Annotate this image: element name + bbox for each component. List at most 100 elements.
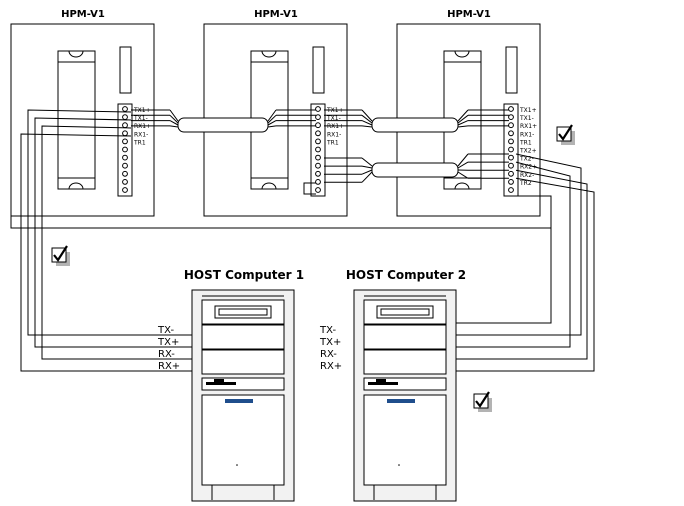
wire — [457, 171, 469, 179]
cable-jacket — [371, 162, 459, 178]
module-notch-top — [261, 50, 277, 58]
wire — [20, 133, 192, 372]
terminal-screw — [508, 106, 514, 112]
unit-title: HPM-V1 — [254, 9, 298, 20]
signal-label: TX+ — [157, 337, 179, 348]
terminal-screw — [508, 170, 514, 177]
module-notch-bottom — [261, 182, 277, 190]
hpm-units: HPM-V1TX1+TX1-RX1+RX1-TR1HPM-V1TX1+TX1-R… — [10, 9, 541, 217]
power-button-dot — [236, 464, 238, 466]
host-title: HOST Computer 2 — [346, 268, 466, 282]
wire — [361, 120, 373, 126]
wire — [267, 125, 277, 128]
wire — [457, 153, 469, 167]
wire — [361, 171, 373, 183]
power-indicator — [387, 399, 415, 403]
terminal-screw — [122, 154, 128, 161]
terminal-screw — [508, 146, 514, 153]
terminal-screw — [508, 179, 514, 185]
wire — [457, 125, 469, 128]
terminal-label: RX1- — [520, 131, 534, 138]
terminal-label: RX1- — [134, 131, 148, 138]
front-panel — [363, 394, 447, 486]
terminal-screw — [315, 146, 321, 153]
signal-label: RX+ — [320, 361, 342, 372]
terminal-label: RX1- — [327, 131, 341, 138]
optical-slot — [218, 308, 268, 316]
power-button-dot — [398, 464, 400, 466]
wire — [169, 125, 179, 128]
optical-slot — [380, 308, 430, 316]
terminal-screw — [315, 114, 321, 120]
hpm-unit-3: HPM-V1TX1+TX1-RX1+RX1-TR1TX2+TX2-RX2+RX2… — [396, 9, 541, 217]
status-slot — [312, 46, 325, 94]
return-wire — [456, 228, 552, 324]
cable-jacket — [371, 117, 459, 133]
terminal-label: RX1+ — [520, 123, 537, 130]
floppy-button — [214, 379, 224, 382]
terminal-screw — [508, 114, 514, 120]
terminal-screw — [508, 122, 514, 129]
terminal-screw — [122, 187, 128, 193]
wire — [34, 117, 192, 348]
unit-title: HPM-V1 — [447, 9, 491, 20]
host-title: HOST Computer 1 — [184, 268, 304, 282]
unit-title: HPM-V1 — [61, 9, 105, 20]
wire — [361, 165, 373, 169]
terminal-screw — [122, 179, 128, 185]
check-mark — [53, 245, 68, 262]
terminal-screw — [508, 187, 514, 193]
wire — [169, 114, 179, 124]
signal-label: RX- — [320, 349, 337, 360]
front-panel — [201, 394, 285, 486]
wire — [27, 109, 192, 336]
status-slot — [119, 46, 132, 94]
signal-label: TX- — [319, 325, 336, 336]
wire — [457, 120, 469, 126]
terminal-screw — [122, 114, 128, 120]
terminal-label: TX1+ — [519, 107, 537, 114]
terminal-label: TX1- — [326, 115, 341, 122]
module-notch-bottom — [454, 182, 470, 190]
terminal-screw — [508, 162, 514, 169]
terminal-label: TR1 — [519, 139, 532, 146]
terminal-screw — [315, 122, 321, 129]
signal-label: RX+ — [158, 361, 180, 372]
terminal-screw — [315, 106, 321, 112]
terminal-label: TR1 — [133, 139, 146, 146]
terminal-screw — [122, 106, 128, 112]
terminal-screw — [315, 170, 321, 177]
wire — [361, 109, 373, 122]
terminal-screw — [122, 130, 128, 137]
wire — [457, 161, 469, 169]
wire — [41, 125, 192, 360]
wire — [456, 177, 595, 372]
terminal-label: TR1 — [326, 139, 339, 146]
terminal-label: RX2+ — [520, 164, 537, 171]
host-computer-2: HOST Computer 2 TX-TX+RX-RX+ — [319, 268, 466, 502]
check-mark — [558, 124, 573, 141]
signal-label: TX+ — [319, 337, 341, 348]
terminal-label: TX1- — [133, 115, 148, 122]
drive-bay — [201, 324, 285, 350]
checkmark-box-icon — [473, 391, 492, 412]
termination-checks — [51, 124, 575, 412]
cables — [10, 109, 595, 372]
drive-bay — [363, 324, 447, 350]
jumper-wire — [303, 182, 316, 195]
wire — [361, 157, 373, 167]
cable-jacket — [177, 117, 269, 133]
terminal-screw — [122, 146, 128, 153]
floppy-slot — [368, 382, 398, 385]
floppy-button — [376, 379, 386, 382]
terminal-label: RX1+ — [134, 123, 151, 130]
terminal-screw — [508, 138, 514, 145]
wire — [169, 109, 179, 122]
wire — [457, 109, 469, 122]
terminal-screw — [315, 162, 321, 169]
check-mark — [475, 391, 490, 408]
terminal-label: TX2- — [519, 156, 534, 163]
